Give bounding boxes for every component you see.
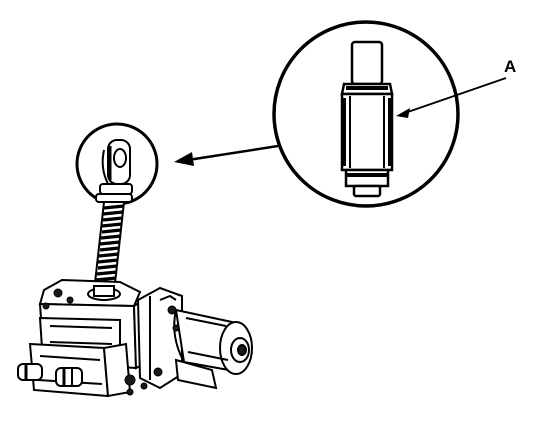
motor-details xyxy=(159,294,229,361)
threaded-shaft xyxy=(92,201,126,293)
callout-a-label: A xyxy=(504,57,516,76)
motor-bolts xyxy=(140,305,180,390)
rod-end-shading xyxy=(342,86,392,177)
housing-bolts xyxy=(42,288,136,396)
housing-fittings xyxy=(17,363,83,387)
detail-view xyxy=(272,20,460,208)
callout-a: A xyxy=(396,57,516,118)
detail-pointer xyxy=(174,144,279,166)
callout-a-arrowhead xyxy=(396,108,410,118)
actuator-housing xyxy=(28,278,154,398)
detail-pointer-line xyxy=(187,144,279,162)
rod-end-highlight xyxy=(75,122,159,206)
callout-a-leader xyxy=(401,77,507,115)
rod-end-detail xyxy=(340,40,394,198)
detail-pointer-arrowhead xyxy=(174,152,194,166)
